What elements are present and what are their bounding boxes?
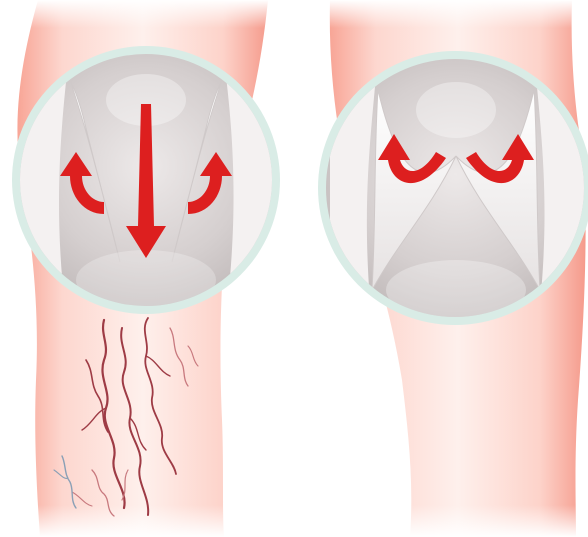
- right-valve-magnifier: [318, 51, 588, 325]
